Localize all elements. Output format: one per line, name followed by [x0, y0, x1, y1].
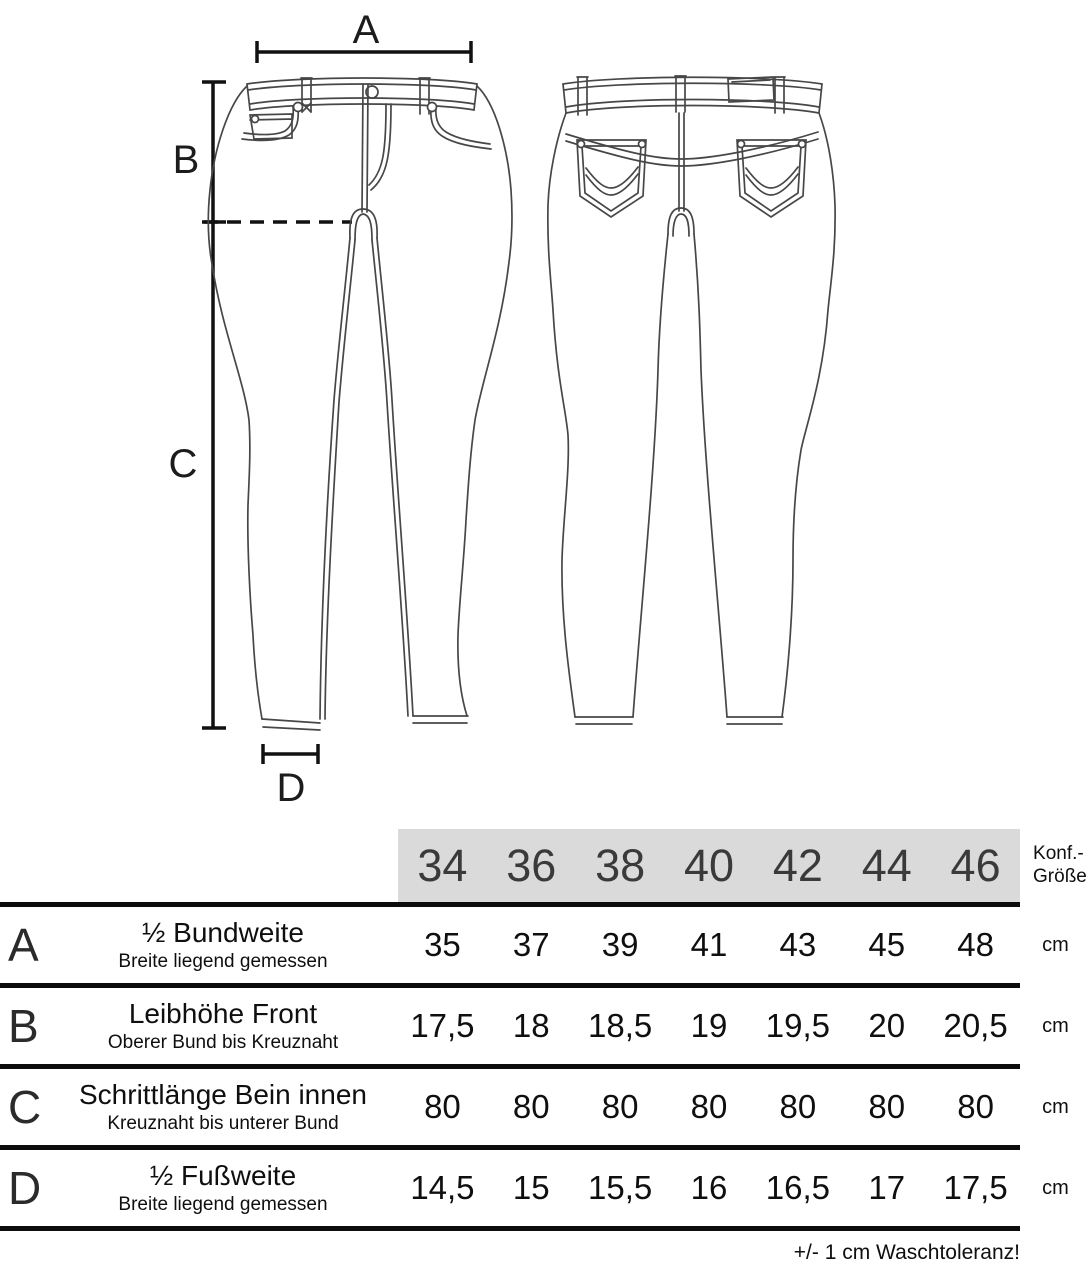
value-cell: 16,5	[765, 1169, 830, 1206]
table-divider	[0, 1145, 1020, 1150]
size-header-36: 36	[486, 829, 576, 902]
row-letter: D	[8, 1162, 42, 1214]
value-cell: 17,5	[410, 1007, 475, 1044]
value-cell: 48	[957, 926, 994, 963]
value-cell: 35	[424, 926, 461, 963]
size-header-44: 44	[842, 829, 932, 902]
value-cell: 18	[512, 1007, 550, 1044]
value-cell: 41	[690, 926, 728, 963]
value-cell: 39	[601, 926, 639, 963]
measurement-subtitle: Breite liegend gemessen	[118, 1193, 328, 1215]
value-cell: 80	[868, 1088, 906, 1125]
row-letter: A	[8, 919, 39, 971]
header-label-spacer	[48, 829, 398, 902]
jeans-back-view	[546, 75, 836, 725]
size-header-34: 34	[398, 829, 487, 902]
table-row-c: C Schrittlänge Bein innen Kreuznaht bis …	[0, 1069, 1091, 1145]
unit-cell: cm	[1042, 1014, 1069, 1037]
row-letter: B	[8, 1000, 39, 1052]
rivet	[736, 139, 746, 149]
measurement-title: Schrittlänge Bein innen	[79, 1078, 367, 1110]
rivet	[576, 139, 586, 149]
measurement-title: ½ Fußweite	[149, 1159, 297, 1191]
value-cell: 20	[868, 1007, 906, 1044]
value-cell: 37	[512, 926, 550, 963]
dimension-label-d: D	[277, 766, 306, 810]
size-header-46: 46	[931, 829, 1021, 902]
measurement-label: Leibhöhe Front Oberer Bund bis Kreuznaht	[48, 988, 398, 1064]
belt-loop	[674, 75, 687, 113]
unit-cell: cm	[1042, 933, 1069, 956]
value-cell: 80	[512, 1088, 550, 1125]
dimension-label-c: C	[169, 442, 198, 486]
rivet	[426, 101, 438, 113]
value-cell: 19	[690, 1007, 728, 1044]
value-cell: 17	[868, 1169, 906, 1206]
value-cell: 15,5	[588, 1169, 653, 1206]
dimension-label-a: A	[353, 8, 380, 52]
rivet	[637, 139, 647, 149]
size-table: 34 36 38 40 42 44 46 Konf.-Größe A ½ Bun…	[0, 829, 1091, 1231]
jeans-front-view	[207, 77, 513, 731]
measurement-title: Leibhöhe Front	[128, 997, 318, 1029]
belt-loop	[773, 76, 786, 114]
size-header-38: 38	[575, 829, 665, 902]
measurement-subtitle: Kreuznaht bis unterer Bund	[107, 1112, 339, 1134]
value-cell: 16	[690, 1169, 728, 1206]
wash-tolerance-note: +/- 1 cm Waschtoleranz!	[793, 1241, 1020, 1264]
size-system-label: Konf.-Größe	[1033, 843, 1087, 887]
table-divider	[0, 1226, 1020, 1231]
table-divider	[0, 983, 1020, 988]
jeans-button	[365, 85, 379, 99]
value-cell: 17,5	[943, 1169, 1008, 1206]
rivet	[250, 114, 260, 124]
value-cell: 14,5	[410, 1169, 475, 1206]
dimension-label-b: B	[173, 138, 200, 182]
measurement-title: ½ Bundweite	[142, 916, 304, 948]
jeans-technical-drawing: A B C D	[169, 8, 836, 810]
table-row-a: A ½ Bundweite Breite liegend gemessen 35…	[0, 907, 1091, 983]
value-cell: 45	[868, 926, 906, 963]
back-pocket	[576, 139, 647, 219]
row-letter: C	[8, 1081, 42, 1133]
value-cell: 80	[424, 1088, 461, 1125]
value-cell: 80	[690, 1088, 728, 1125]
value-cell: 18,5	[588, 1007, 653, 1044]
value-cell: 20,5	[943, 1007, 1008, 1044]
table-divider	[0, 902, 1020, 907]
value-cell: 19,5	[765, 1007, 830, 1044]
size-header-42: 42	[753, 829, 843, 902]
value-cell: 80	[779, 1088, 817, 1125]
table-divider	[0, 1064, 1020, 1069]
back-pocket	[736, 139, 807, 219]
measurement-subtitle: Oberer Bund bis Kreuznaht	[107, 1031, 339, 1053]
table-header-row: 34 36 38 40 42 44 46 Konf.-Größe	[0, 829, 1091, 902]
value-cell: 80	[601, 1088, 639, 1125]
measurement-subtitle: Breite liegend gemessen	[118, 950, 328, 972]
header-letter-spacer	[0, 829, 48, 902]
table-row-b: B Leibhöhe Front Oberer Bund bis Kreuzna…	[0, 988, 1091, 1064]
rivet	[292, 101, 304, 113]
table-row-d: D ½ Fußweite Breite liegend gemessen 14,…	[0, 1150, 1091, 1226]
rivet	[797, 139, 807, 149]
dimension-lines	[202, 41, 473, 764]
belt-loop	[576, 76, 589, 116]
value-cell: 43	[779, 926, 817, 963]
measurement-label: ½ Fußweite Breite liegend gemessen	[48, 1150, 398, 1226]
unit-cell: cm	[1042, 1176, 1069, 1199]
unit-cell: cm	[1042, 1095, 1069, 1118]
measurement-label: ½ Bundweite Breite liegend gemessen	[48, 907, 398, 983]
value-cell: 15	[512, 1169, 550, 1206]
brand-patch	[727, 76, 775, 103]
size-header-40: 40	[664, 829, 754, 902]
value-cell: 80	[957, 1088, 994, 1125]
measurement-label: Schrittlänge Bein innen Kreuznaht bis un…	[48, 1069, 398, 1145]
